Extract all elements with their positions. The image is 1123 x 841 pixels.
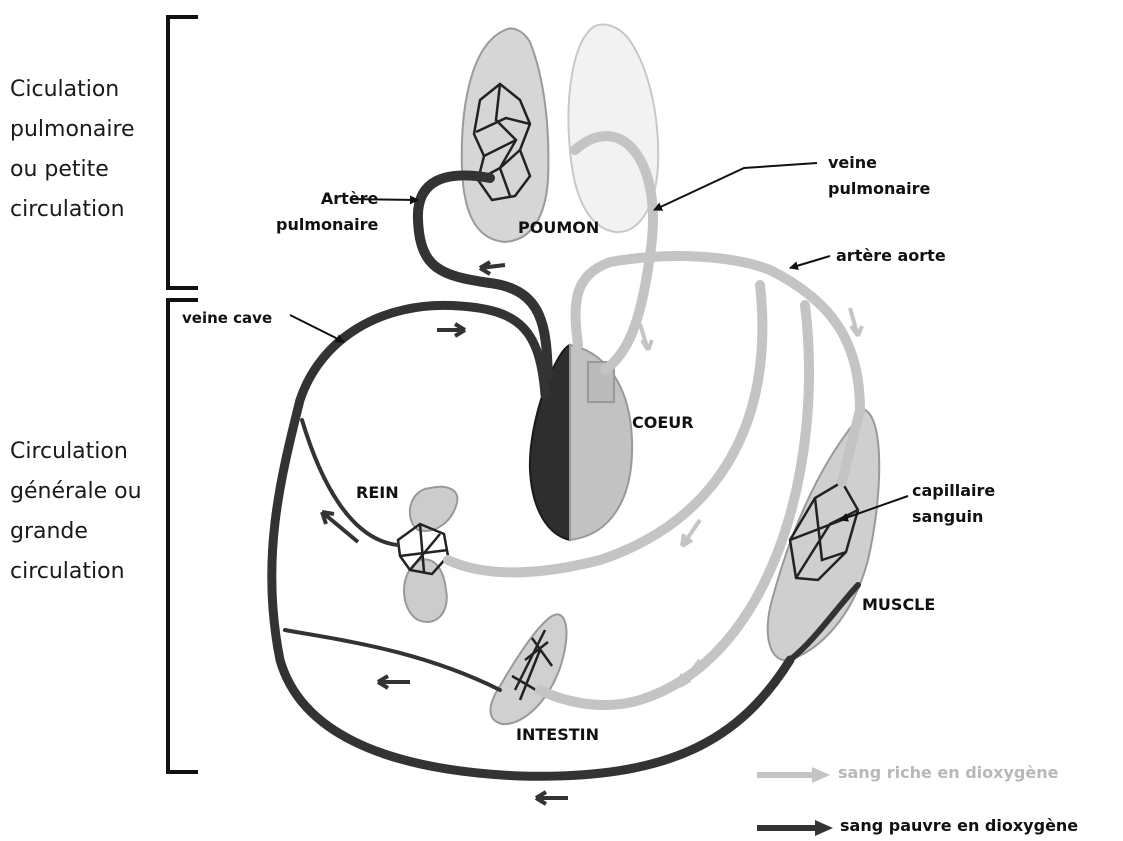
vena-cava-leader (290, 315, 344, 342)
right-lung (568, 25, 658, 233)
intestine-body (491, 614, 567, 724)
legend-oxygen-poor-label: sang pauvre en dioxygène (840, 816, 1078, 835)
lungs-illustration (462, 25, 658, 243)
vena-cava-label: veine cave (182, 305, 272, 331)
heart-label: COEUR (632, 410, 694, 436)
pulmonary-bracket (168, 17, 198, 288)
kidney-label: REIN (356, 480, 399, 506)
kidney-upper (410, 487, 458, 531)
systemic-circulation-title: Circulation générale ou grande circulati… (10, 432, 180, 592)
intestine-illustration (491, 614, 567, 724)
kidney-illustration (398, 487, 457, 622)
lung-label: POUMON (518, 215, 599, 241)
capillary-label: capillaire sanguin (912, 478, 995, 530)
pulmonary-circulation-title: Ciculation pulmonaire ou petite circulat… (10, 70, 170, 230)
aorta-leader (790, 256, 830, 268)
pulmonary-vein-label: veine pulmonaire (828, 150, 930, 202)
pulmonary-artery-label: Artère pulmonaire (276, 186, 378, 238)
vein-pulmonary-leader (654, 163, 817, 210)
legend-oxygen-rich-label: sang riche en dioxygène (838, 763, 1058, 782)
aorta-label: artère aorte (836, 243, 946, 269)
legend-arrows (757, 767, 833, 836)
intestine-label: INTESTIN (516, 722, 599, 748)
muscle-label: MUSCLE (862, 592, 935, 618)
